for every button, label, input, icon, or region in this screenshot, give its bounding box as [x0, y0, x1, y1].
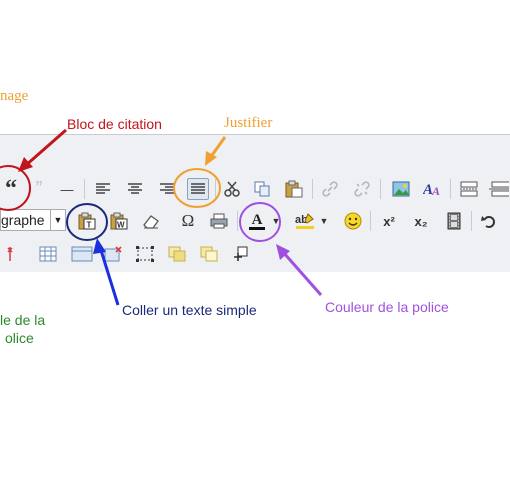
separator: [215, 179, 216, 199]
separator: [237, 211, 238, 231]
align-right-icon: [160, 183, 174, 194]
chevron-down-icon: ▼: [50, 210, 65, 230]
copy-button[interactable]: [251, 178, 273, 200]
eraser-icon: [143, 215, 159, 229]
separator: [471, 211, 472, 231]
paste-plain-text-button[interactable]: T: [76, 210, 98, 232]
svg-text:A: A: [423, 182, 433, 197]
link-icon: [322, 181, 338, 197]
unlink-icon: [354, 181, 370, 197]
svg-text:T: T: [87, 221, 92, 230]
special-char-button[interactable]: Ω: [181, 211, 195, 230]
scissors-icon: [224, 181, 240, 197]
page-break-2-button[interactable]: [488, 178, 510, 200]
separator: [312, 179, 313, 199]
table-props-button[interactable]: [69, 243, 95, 265]
paste-text-icon: T: [78, 212, 96, 230]
paste-icon: [285, 180, 303, 198]
link-button[interactable]: [319, 178, 341, 200]
annotation-paste-plain: Coller un texte simple: [122, 302, 257, 318]
copy-icon: [254, 181, 270, 197]
blockquote-disabled-icon: ”: [35, 177, 43, 200]
cell-delete-icon: [104, 246, 122, 262]
annotation-image: nage: [0, 88, 29, 104]
table-delete-col-button[interactable]: [0, 243, 22, 265]
svg-text:A: A: [431, 184, 440, 197]
separator: [370, 211, 371, 231]
paste-button[interactable]: [283, 178, 305, 200]
image-icon: [392, 181, 410, 197]
font-color-button[interactable]: A: [246, 210, 268, 232]
annotation-font-size-1: le de la: [0, 312, 46, 328]
remove-format-button[interactable]: [140, 210, 162, 232]
table-delete-icon: [7, 247, 13, 261]
table-button[interactable]: [37, 243, 59, 265]
insert-row-icon: [234, 246, 248, 261]
annotation-font-size-2: olice: [5, 330, 34, 346]
insert-row-button[interactable]: [230, 243, 252, 265]
print-button[interactable]: [208, 210, 230, 232]
cell-delete-button[interactable]: [102, 243, 124, 265]
align-left-button[interactable]: [92, 178, 114, 200]
separator: [380, 179, 381, 199]
styles-icon: AA: [423, 182, 440, 197]
paste-word-button[interactable]: W: [108, 210, 130, 232]
split-cells-icon: [200, 246, 218, 262]
table-props-icon: [71, 246, 93, 262]
separator: [84, 179, 85, 199]
page-break-button[interactable]: [458, 178, 480, 200]
merge-cells-icon: [168, 246, 186, 262]
film-icon: [447, 212, 461, 230]
table-icon: [39, 246, 57, 262]
cell-select-button[interactable]: [134, 243, 156, 265]
font-color-dropdown[interactable]: ▼: [271, 216, 281, 226]
svg-text:ab: ab: [295, 214, 308, 226]
svg-text:W: W: [117, 221, 125, 230]
smiley-icon: [344, 212, 362, 230]
format-select-value: graphe: [1, 212, 45, 228]
cell-select-icon: [136, 246, 154, 262]
smiley-button[interactable]: [342, 210, 364, 232]
highlight-dropdown[interactable]: ▼: [319, 216, 329, 226]
unlink-button[interactable]: [351, 178, 373, 200]
page-break-2-icon: [489, 181, 509, 197]
subscript-button[interactable]: x₂: [414, 213, 428, 229]
align-center-icon: [128, 183, 142, 194]
highlight-icon: ab: [295, 213, 314, 229]
blockquote-button[interactable]: “: [5, 175, 17, 202]
align-center-button[interactable]: [124, 178, 146, 200]
align-right-button[interactable]: [156, 178, 178, 200]
separator: [450, 179, 451, 199]
format-select[interactable]: graphe ▼: [0, 209, 66, 231]
cut-button[interactable]: [221, 178, 243, 200]
font-color-swatch: [249, 226, 265, 230]
media-button[interactable]: [443, 210, 465, 232]
hr-button[interactable]: —: [60, 181, 74, 197]
align-left-icon: [96, 183, 110, 194]
annotation-justify: Justifier: [224, 115, 273, 131]
page-break-icon: [460, 181, 478, 197]
merge-cells-button[interactable]: [166, 243, 188, 265]
paste-word-icon: W: [110, 212, 128, 230]
justify-icon: [191, 183, 205, 194]
redo-button[interactable]: [502, 210, 510, 232]
annotation-font-color: Couleur de la police: [325, 299, 449, 315]
annotation-blockquote: Bloc de citation: [67, 116, 162, 132]
undo-button[interactable]: [478, 210, 500, 232]
highlight-button[interactable]: ab: [294, 210, 316, 232]
undo-icon: [481, 216, 495, 228]
print-icon: [210, 213, 228, 229]
superscript-button[interactable]: x²: [383, 213, 395, 229]
font-color-letter: A: [251, 211, 263, 228]
justify-button[interactable]: [187, 178, 209, 200]
split-cells-button[interactable]: [198, 243, 220, 265]
image-button[interactable]: [390, 178, 412, 200]
